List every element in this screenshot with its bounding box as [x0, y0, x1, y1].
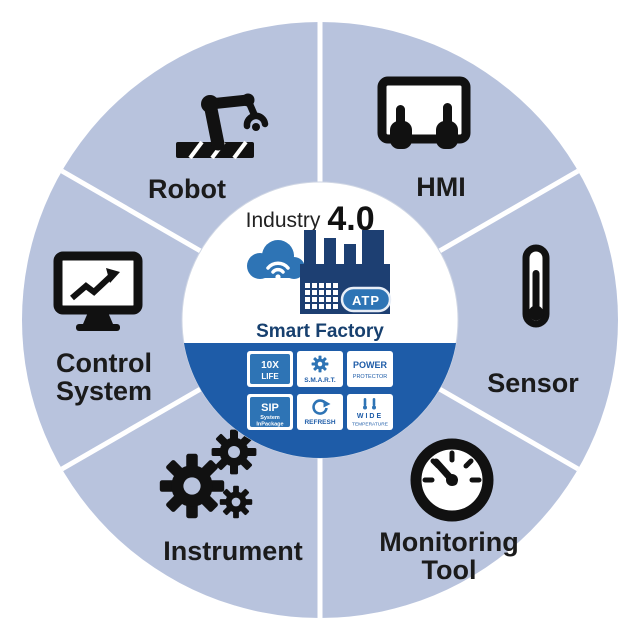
badge-power-line1: POWER — [353, 360, 388, 370]
badge-power-protector: POWER PROTECTOR — [347, 351, 393, 387]
badge-wide-line2: TEMPERATURE — [352, 422, 388, 428]
badge-smart-label: S.M.A.R.T. — [304, 377, 336, 384]
cloud-wifi-icon — [247, 240, 305, 280]
segment-labels: Robot HMI Sensor Monitoring Tool Instrum… — [56, 172, 579, 585]
factory-windows — [305, 283, 338, 309]
segment-label-instrument: Instrument — [163, 536, 303, 566]
feature-badges: 10X LIFE S.M.A.R.T. POWER PROTECTOR SIP … — [247, 351, 393, 430]
badge-refresh-label: REFRESH — [304, 419, 335, 426]
hmi-tablet-icon — [377, 76, 471, 149]
segment-divider — [438, 168, 580, 254]
segment-divider — [438, 386, 580, 472]
atp-badge-label: ATP — [352, 293, 380, 308]
segment-label-control-2: System — [56, 376, 152, 406]
badge-smart: S.M.A.R.T. — [297, 351, 343, 387]
factory-icon: ATP — [300, 230, 392, 314]
mini-thermometer-icons — [363, 398, 376, 410]
badge-10x-life: 10X LIFE — [247, 351, 293, 387]
industry-title: Industry — [246, 209, 321, 232]
badge-sip-line2: System — [260, 415, 280, 421]
badge-10x-life-line2: LIFE — [261, 372, 279, 381]
smart-gear-icon — [311, 355, 329, 373]
sensor-thermometer-icon — [522, 244, 550, 328]
badge-10x-life-line1: 10X — [261, 360, 279, 371]
segment-label-monitoring-2: Tool — [422, 555, 477, 585]
smart-factory-title: Smart Factory — [256, 321, 384, 342]
badge-wide-temperature: WIDE TEMPERATURE — [347, 394, 393, 430]
monitoring-gauge-icon — [410, 438, 494, 522]
segment-divider — [60, 168, 202, 254]
segment-label-control: Control — [56, 348, 152, 378]
segment-divider — [60, 386, 202, 472]
atp-badge: ATP — [340, 286, 392, 313]
segment-dividers — [60, 22, 580, 618]
robot-arm-icon — [176, 93, 269, 160]
badge-wide-line1: WIDE — [357, 413, 383, 420]
control-system-monitor-icon — [53, 251, 143, 331]
badge-refresh: REFRESH — [297, 394, 343, 430]
badge-power-line2: PROTECTOR — [353, 374, 387, 380]
badge-sip-line3: InPackage — [256, 422, 283, 428]
refresh-icon — [312, 399, 331, 415]
badge-sip-line1: SIP — [261, 402, 279, 414]
segment-label-sensor: Sensor — [487, 368, 579, 398]
segment-label-hmi: HMI — [416, 172, 466, 202]
badge-sip: SIP System InPackage — [247, 394, 293, 430]
segment-label-monitoring: Monitoring — [379, 527, 518, 557]
segment-label-robot: Robot — [148, 174, 226, 204]
